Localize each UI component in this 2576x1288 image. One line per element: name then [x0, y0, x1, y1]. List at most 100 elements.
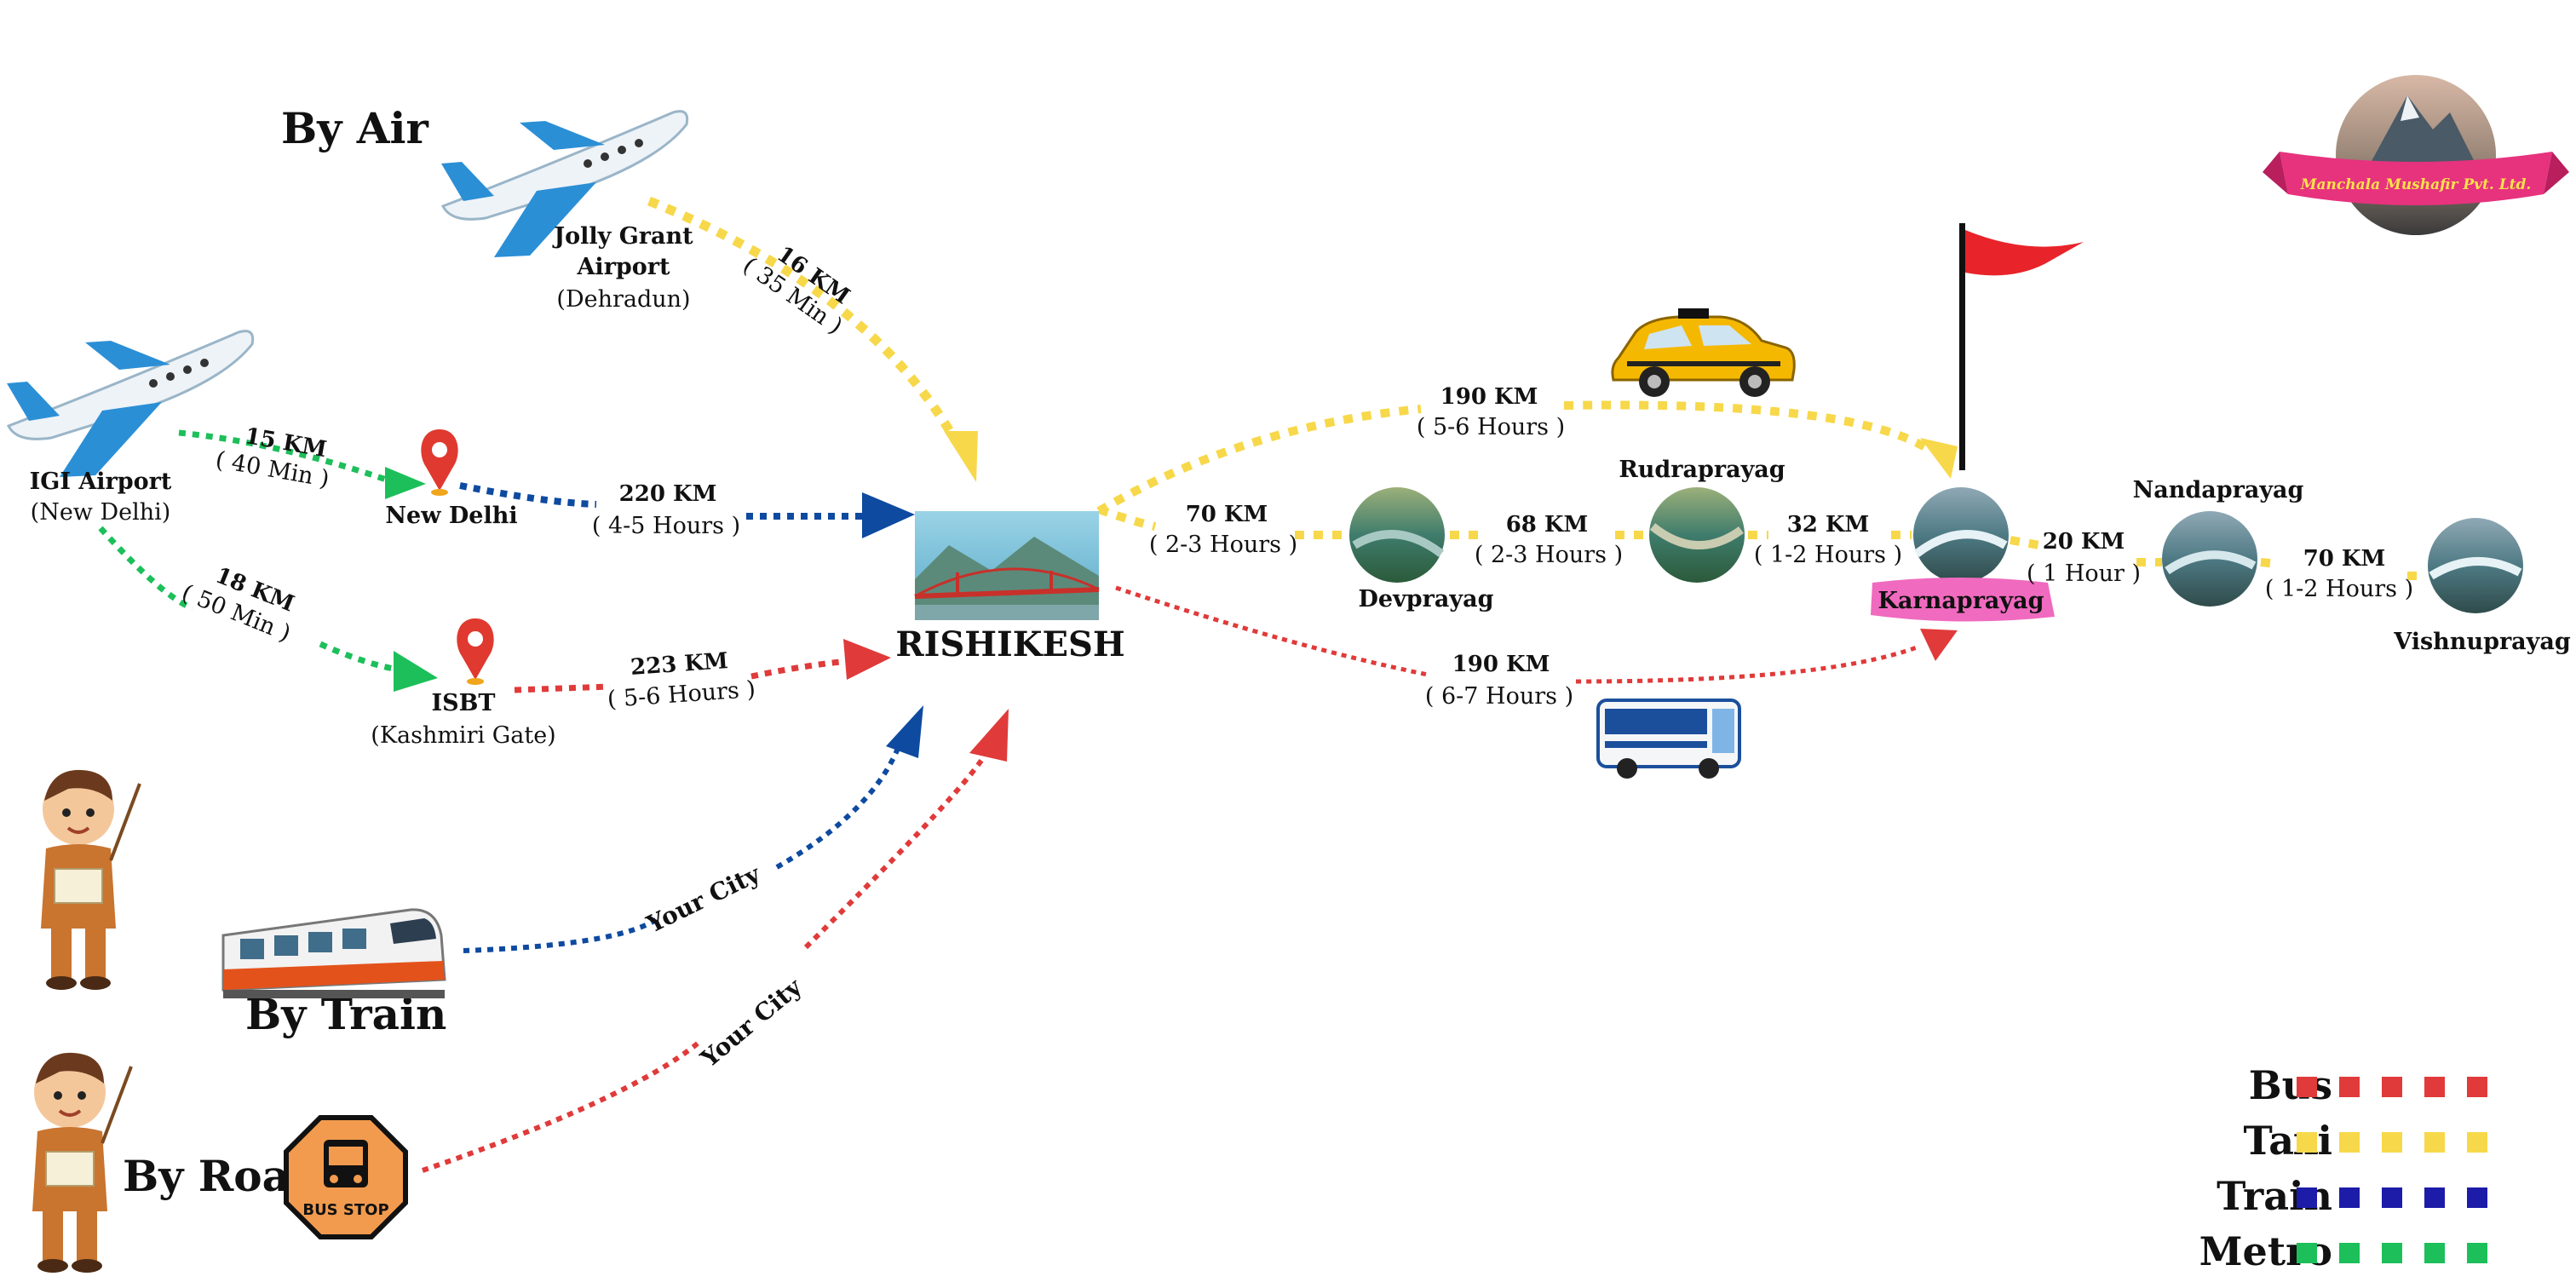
route-time-rudraprayag: ( 2-3 Hours )	[1475, 542, 1623, 568]
label-isbt-sub: (Kashmiri Gate)	[371, 722, 555, 749]
heading-by-air: By Air	[281, 103, 429, 153]
legend-swatch-train	[2467, 1187, 2487, 1208]
route-label-igi-newdelhi: 15 KM ( 40 Min )	[214, 423, 331, 492]
arrowhead-jolly	[944, 431, 978, 482]
arrowhead-isbt	[394, 651, 438, 692]
route-time-nandaprayag: ( 1 Hour )	[2027, 561, 2141, 587]
train-icon	[221, 908, 446, 998]
label-igi-sub: (New Delhi)	[31, 499, 171, 526]
legend-swatch-taxi	[2467, 1132, 2487, 1153]
label-karnaprayag: Karnaprayag	[1878, 588, 2044, 614]
route-dist-devprayag: 70 KM	[1186, 502, 1268, 527]
route-igi-isbt	[98, 526, 194, 612]
airplane-icon	[440, 110, 689, 257]
legend-label-taxi: Taxi	[2243, 1118, 2332, 1164]
legend-swatch-train	[2424, 1187, 2445, 1208]
arrowhead-road-city	[969, 709, 1009, 762]
logo-badge: Manchala Mushafir Pvt. Ltd.	[2263, 75, 2569, 235]
flag-icon	[1959, 223, 2084, 470]
legend-swatch-metro	[2467, 1243, 2487, 1263]
river-photo-karnaprayag	[1913, 487, 2009, 583]
legend-swatch-metro	[2339, 1243, 2360, 1263]
bridge-photo	[914, 511, 1100, 620]
bus-stop-text: BUS STOP	[302, 1201, 388, 1219]
route-taxi-karnaprayag-2	[1563, 400, 1935, 456]
route-chain-1	[1097, 505, 1157, 531]
airplane-icon	[6, 330, 255, 477]
label-isbt: ISBT	[431, 690, 495, 716]
route-chain-5	[2260, 558, 2279, 568]
route-road-city-2	[803, 748, 991, 950]
legend-swatch-train	[2339, 1187, 2360, 1208]
route-dist-rudraprayag: 68 KM	[1506, 512, 1589, 538]
river-photo-rudraprayag	[1649, 487, 1745, 583]
label-nandaprayag: Nandaprayag	[2133, 477, 2304, 503]
route-isbt-rishikesh	[514, 683, 611, 693]
map-pin-icon	[421, 429, 458, 496]
route-time-bus-karna: ( 6-7 Hours )	[1425, 683, 1573, 710]
hub-rishikesh: RISHIKESH	[895, 624, 1124, 664]
route-train-city-label: Your City	[641, 860, 765, 939]
river-photo-nandaprayag	[2162, 511, 2257, 607]
legend-swatch-taxi	[2424, 1132, 2445, 1153]
legend-swatch-metro	[2424, 1243, 2445, 1263]
route-time-karnaprayag: ( 1-2 Hours )	[1754, 542, 1902, 568]
logo-text: Manchala Mushafir Pvt. Ltd.	[2300, 176, 2532, 193]
route-chain-4	[2010, 536, 2040, 549]
routes-layer	[98, 196, 2424, 1173]
route-bus-karnaprayag-2	[1575, 645, 1918, 684]
taxi-icon	[1611, 308, 1796, 397]
route-dist-nandaprayag: 20 KM	[2043, 529, 2125, 555]
route-label-isbt: 223 KM ( 5-6 Hours )	[607, 648, 756, 713]
legend-swatch-taxi	[2297, 1132, 2317, 1153]
route-label-igi-isbt: 18 KM ( 50 Min )	[178, 563, 298, 647]
route-bus-karnaprayag	[1115, 585, 1429, 677]
legend-label-bus: Bus	[2249, 1062, 2332, 1108]
route-time-devprayag: ( 2-3 Hours )	[1149, 532, 1297, 558]
label-new-delhi: New Delhi	[385, 503, 517, 529]
route-dist-karnaprayag: 32 KM	[1787, 512, 1870, 538]
route-road-city	[422, 1040, 700, 1173]
route-taxi-karnaprayag	[1096, 405, 1422, 515]
route-dist-vishnuprayag: 70 KM	[2303, 546, 2386, 572]
legend-swatch-bus	[2297, 1077, 2317, 1097]
legend-swatch-bus	[2424, 1077, 2445, 1097]
route-time-taxi-karna: ( 5-6 Hours )	[1417, 414, 1565, 440]
route-train-city-2	[775, 739, 904, 870]
route-jolly-rishikesh	[647, 196, 960, 444]
river-photo-vishnuprayag	[2428, 518, 2523, 613]
arrowhead-bus-main	[843, 639, 891, 680]
arrowhead-bus-karna	[1920, 629, 1958, 661]
route-igi-isbt-2	[319, 641, 400, 673]
legend-swatch-metro	[2297, 1243, 2317, 1263]
teacher-icon	[41, 769, 141, 990]
arrowhead-newdelhi	[385, 467, 426, 499]
label-igi-airport: IGI Airport	[30, 469, 172, 495]
label-jolly-grant-line1: Jolly Grant	[552, 223, 693, 250]
label-jolly-grant-sub: (Dehradun)	[556, 286, 690, 313]
bus-stop-icon: BUS STOP	[284, 1115, 408, 1239]
arrowhead-train-city	[886, 705, 923, 758]
label-vishnuprayag: Vishnuprayag	[2393, 629, 2571, 655]
legend-swatch-bus	[2382, 1077, 2402, 1097]
arrowhead-train-main	[862, 492, 915, 538]
route-time-isbt: ( 5-6 Hours )	[607, 676, 756, 713]
legend-swatch-train	[2382, 1187, 2402, 1208]
legend-swatch-bus	[2339, 1077, 2360, 1097]
bus-icon	[1596, 699, 1741, 779]
legend-swatch-train	[2297, 1187, 2317, 1208]
route-road-city-label: Your City	[695, 973, 808, 1073]
route-dist-newdelhi: 220 KM	[619, 481, 717, 507]
river-photo-devprayag	[1349, 487, 1445, 583]
label-jolly-grant-line2: Airport	[576, 254, 670, 280]
label-devprayag: Devprayag	[1359, 586, 1494, 612]
legend-swatch-bus	[2467, 1077, 2487, 1097]
route-isbt-rishikesh-2	[750, 658, 851, 680]
arrowhead-taxi-karna	[1920, 438, 1958, 479]
legend-swatch-taxi	[2382, 1132, 2402, 1153]
karnaprayag-highlight	[1871, 578, 2055, 622]
route-time-newdelhi: ( 4-5 Hours )	[592, 513, 740, 539]
route-train-city	[463, 917, 658, 953]
legend-swatch-taxi	[2339, 1132, 2360, 1153]
